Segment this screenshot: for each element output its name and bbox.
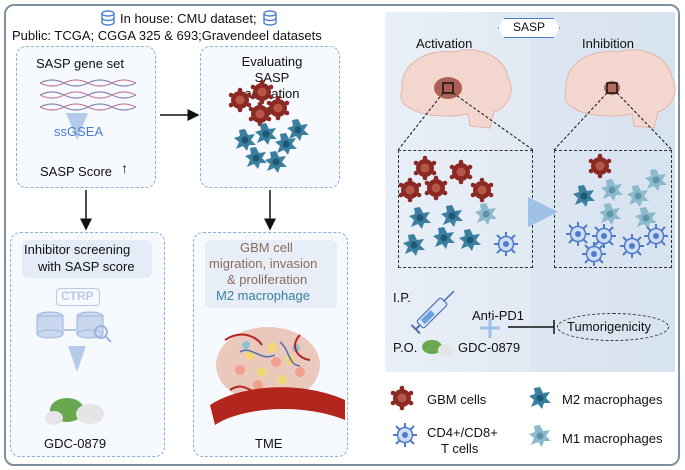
funnel-icon [68, 346, 86, 372]
legend-m2-label: M2 macrophages [562, 392, 663, 407]
up-arrow-icon: ↑ [121, 160, 128, 176]
inhibitor-title-line2: with SASP score [38, 259, 135, 274]
sasp-tag-label: SASP [513, 20, 546, 34]
ctrp-badge [56, 288, 100, 306]
database-icon [262, 10, 278, 31]
gene-set-title: SASP gene set [36, 56, 124, 71]
ip-label: I.P. [393, 290, 411, 305]
po-label: P.O. [393, 340, 418, 355]
ctrp-label: CTRP [61, 289, 94, 303]
gbm-line3: & proliferation [227, 272, 308, 287]
tumorigenicity-label: Tumorigenicity [567, 319, 652, 334]
ssgsea-label: ssGSEA [54, 124, 104, 139]
legend-m1-label: M1 macrophages [562, 431, 663, 446]
inhibitor-header-bg [22, 240, 152, 278]
tme-header-bg [205, 240, 337, 308]
inhibitor-title-line1: Inhibitor screening [24, 242, 131, 257]
figure-frame [4, 4, 680, 466]
gdc-right-label: GDC-0879 [458, 340, 521, 355]
gdc-left-label: GDC-0879 [44, 436, 107, 451]
gbm-line2: migration, invasion [209, 256, 318, 271]
tumorigenicity-oval [557, 313, 669, 341]
legend-tcell-line1: CD4+/CD8+ [427, 425, 498, 440]
database-icon [100, 10, 116, 31]
legend-gbm-label: GBM cells [427, 392, 487, 407]
legend-tcell-line2: T cells [441, 441, 479, 456]
activation-label: Activation [416, 36, 473, 51]
tme-label: TME [255, 436, 283, 451]
sasp-score-label: SASP Score [40, 164, 113, 179]
inhibition-label: Inhibition [582, 36, 635, 51]
funnel-icon [66, 113, 88, 140]
evaluating-title: Evaluating SASP activation [241, 54, 303, 101]
header-line-1: In house: CMU dataset; [120, 11, 257, 26]
sasp-tag [498, 18, 560, 38]
m2-line: M2 macrophage [216, 288, 310, 303]
anti-pd1-label: Anti-PD1 [472, 308, 525, 323]
header-line-2: Public: TCGA; CGGA 325 & 693;Gravendeel … [12, 28, 322, 43]
gbm-line1: GBM cell [240, 240, 293, 255]
